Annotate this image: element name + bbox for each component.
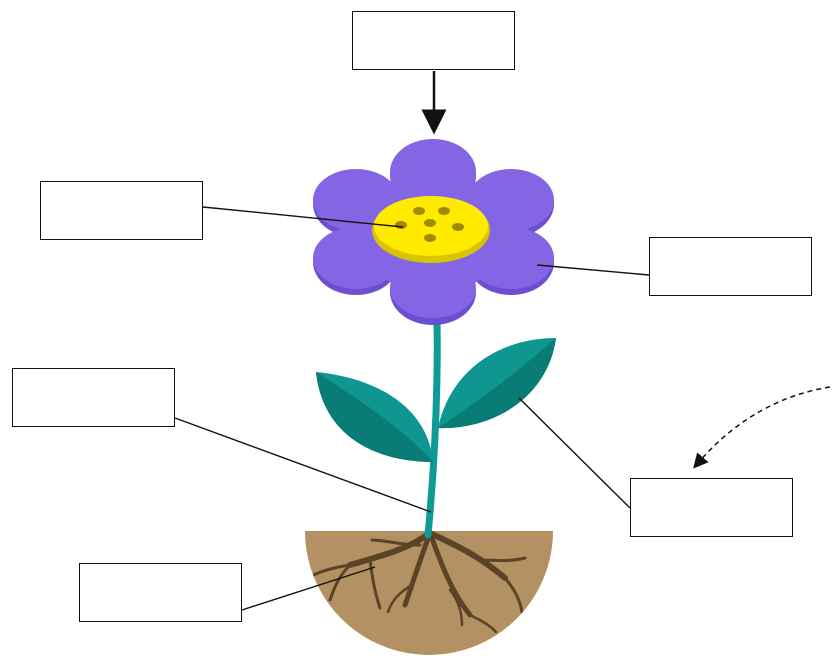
leader-line-stem [174,417,432,513]
dashed-curved-arrow-icon [693,386,831,469]
stem [424,314,441,539]
leader-line-petal [536,264,650,276]
flower-center [372,196,490,263]
roots [306,531,527,634]
leader-line-root [241,566,376,611]
left-leaf [316,372,433,462]
seed-dots [395,207,464,242]
label-box-leaf[interactable] [630,478,793,537]
leader-line-center [202,206,404,228]
label-box-stem[interactable] [12,368,175,427]
right-leaf [438,338,556,429]
label-box-root[interactable] [79,563,242,622]
label-box-flower[interactable] [352,11,515,70]
label-box-pistil-center[interactable] [40,181,203,240]
leader-line-leaf [518,397,631,509]
label-box-petal[interactable] [649,237,812,296]
leader-lines [174,206,650,611]
